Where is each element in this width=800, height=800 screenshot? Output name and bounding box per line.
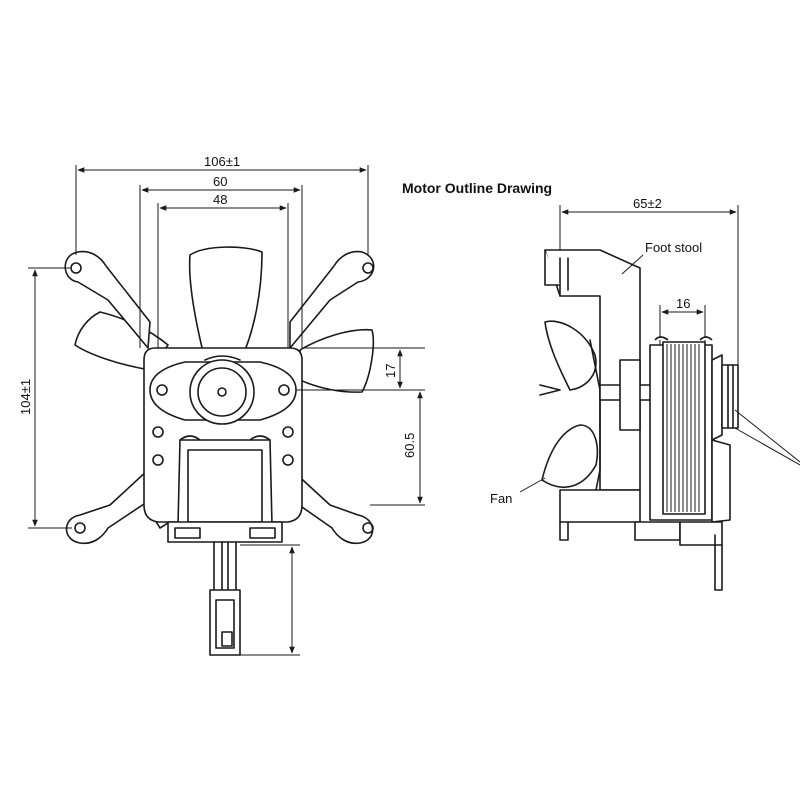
dim-coil-width: 16 bbox=[659, 296, 706, 345]
stator-housing bbox=[177, 439, 273, 526]
rear-boss-lines bbox=[727, 364, 734, 429]
bracket-hole bbox=[282, 454, 294, 466]
foot-stool-tab bbox=[544, 250, 560, 286]
fan-hub-side bbox=[589, 339, 601, 491]
dim-bracket-width: 60 bbox=[139, 174, 303, 348]
rear-boss bbox=[721, 364, 739, 429]
label-foot-stool: Foot stool bbox=[645, 240, 702, 255]
dim-label-48: 48 bbox=[213, 192, 227, 207]
bracket-holes bbox=[152, 426, 294, 466]
coil-top-clips bbox=[654, 336, 713, 341]
dim-overall-height: 104±1 bbox=[18, 267, 72, 529]
dim-side-depth: 65±2 bbox=[559, 196, 739, 365]
bearing-side bbox=[619, 359, 641, 431]
hub-outer bbox=[189, 359, 255, 425]
bracket-foot bbox=[559, 521, 569, 541]
shaft bbox=[217, 387, 227, 397]
side-view: 65±2 16 bbox=[490, 196, 800, 591]
dim-inner-width: 48 bbox=[157, 192, 289, 348]
terminal-block bbox=[167, 521, 283, 543]
bearing-screw-left bbox=[156, 384, 168, 396]
arm-top-left bbox=[64, 250, 151, 349]
bracket-hole bbox=[152, 426, 164, 438]
bracket-hole bbox=[152, 454, 164, 466]
terminal-left bbox=[174, 527, 201, 539]
dim-label-106: 106±1 bbox=[204, 154, 240, 169]
arm-top-right bbox=[289, 250, 375, 349]
lead-wire-side bbox=[714, 534, 723, 591]
dim-lead-length bbox=[240, 544, 300, 656]
bracket-base bbox=[559, 489, 641, 523]
fan-blade-right bbox=[299, 328, 375, 393]
dim-mount-height: 60.5 bbox=[370, 391, 425, 506]
dim-label-17: 17 bbox=[383, 364, 398, 378]
mount-hole-bottom-left bbox=[74, 522, 86, 534]
terminal-right bbox=[249, 527, 276, 539]
mounting-arms bbox=[64, 250, 375, 545]
rear-cap bbox=[711, 354, 723, 441]
stator-lip-right bbox=[249, 435, 271, 441]
bracket-hole bbox=[282, 426, 294, 438]
dim-upper-offset: 17 bbox=[296, 347, 425, 391]
fan-tip-side bbox=[539, 384, 561, 396]
dim-label-16: 16 bbox=[676, 296, 690, 311]
arm-bottom-right bbox=[291, 469, 374, 545]
dim-label-60: 60 bbox=[213, 174, 227, 189]
fan-blade-side-top bbox=[544, 320, 597, 391]
stator-lip-left bbox=[179, 435, 201, 441]
mount-hole-top-left bbox=[70, 262, 82, 274]
fan-blade-side-bottom bbox=[541, 424, 599, 489]
dim-label-65: 65±2 bbox=[633, 196, 662, 211]
leader-right bbox=[734, 409, 800, 466]
rear-bracket bbox=[711, 439, 731, 523]
foot-stool-detail bbox=[559, 257, 569, 297]
leader-fan bbox=[519, 477, 546, 493]
dim-overall-width: 106±1 bbox=[75, 154, 369, 255]
coil-windings bbox=[662, 341, 706, 515]
hub-top-arc bbox=[204, 355, 241, 361]
mount-hole-bottom-right bbox=[362, 522, 374, 534]
leader-foot-stool bbox=[621, 254, 644, 275]
front-view: 106±1 60 48 104±1 17 bbox=[18, 154, 425, 656]
label-fan: Fan bbox=[490, 491, 512, 506]
terminal-side bbox=[634, 521, 681, 541]
hub-inner bbox=[197, 367, 247, 417]
connector-latch bbox=[221, 631, 233, 647]
mount-hole-top-right bbox=[362, 262, 374, 274]
dim-label-104: 104±1 bbox=[18, 379, 33, 415]
bearing-screw-right bbox=[278, 384, 290, 396]
fan-blade-top bbox=[188, 246, 263, 363]
lead-wires bbox=[213, 541, 237, 591]
arm-bottom-left bbox=[65, 469, 151, 545]
connector-inner bbox=[215, 599, 235, 649]
dim-label-60-5: 60.5 bbox=[402, 433, 417, 458]
diagram-title: Motor Outline Drawing bbox=[402, 180, 552, 196]
